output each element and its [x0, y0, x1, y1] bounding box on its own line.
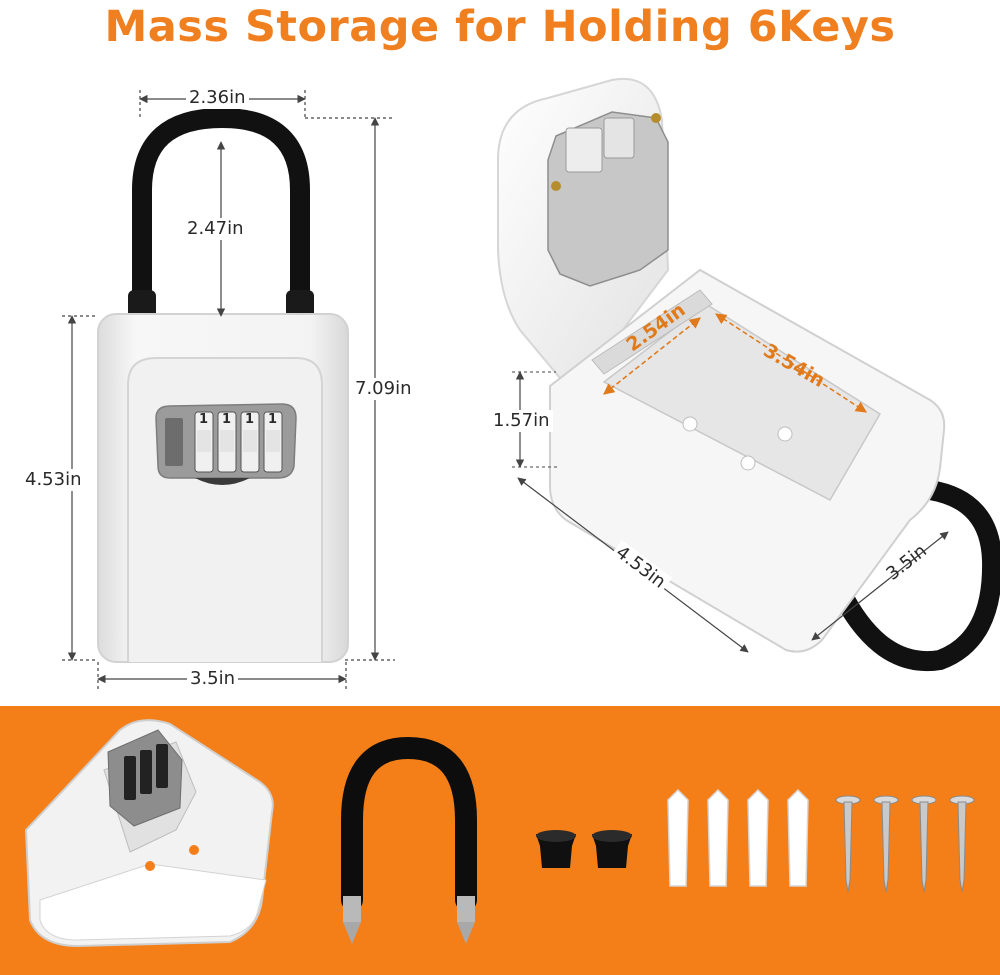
screw-left: [551, 181, 561, 191]
accessory-lockbox: [24, 719, 274, 948]
dial-digit-1: 1: [199, 412, 209, 427]
mechanism-dial-2: [603, 117, 635, 159]
screws: [835, 795, 975, 893]
dial-base: [195, 478, 250, 485]
open-shackle: [830, 480, 1000, 672]
headline: Mass Storage for Holding 6Keys: [104, 2, 896, 52]
open-lockbox: [497, 77, 1000, 672]
dial-digit-2: 1: [222, 412, 232, 427]
front-cover: [127, 357, 323, 662]
dim-body-height: 4.53in: [22, 469, 85, 491]
dim-width-top: 2.36in: [186, 87, 249, 109]
dial-digit-3: 1: [245, 412, 255, 427]
mechanism-dial-1: [565, 127, 603, 173]
shackle: [132, 107, 310, 328]
dim-depth: 1.57in: [490, 410, 553, 432]
mount-hole-2: [777, 426, 793, 442]
rubber-caps: [536, 830, 632, 868]
screw-right: [651, 113, 661, 123]
wall-anchors: [667, 788, 809, 887]
dial-digit-4: 1: [268, 412, 278, 427]
mount-hole-1: [682, 416, 698, 432]
dim-width-bottom: 3.5in: [187, 668, 239, 690]
dim-total-height: 7.09in: [352, 378, 415, 400]
dim-shackle-height: 2.47in: [184, 218, 247, 240]
accessory-shackle: [341, 736, 477, 944]
release-button: [165, 418, 183, 466]
combination-dials: [194, 411, 283, 473]
mount-hole-3: [740, 455, 756, 471]
front-lockbox: [97, 107, 349, 663]
